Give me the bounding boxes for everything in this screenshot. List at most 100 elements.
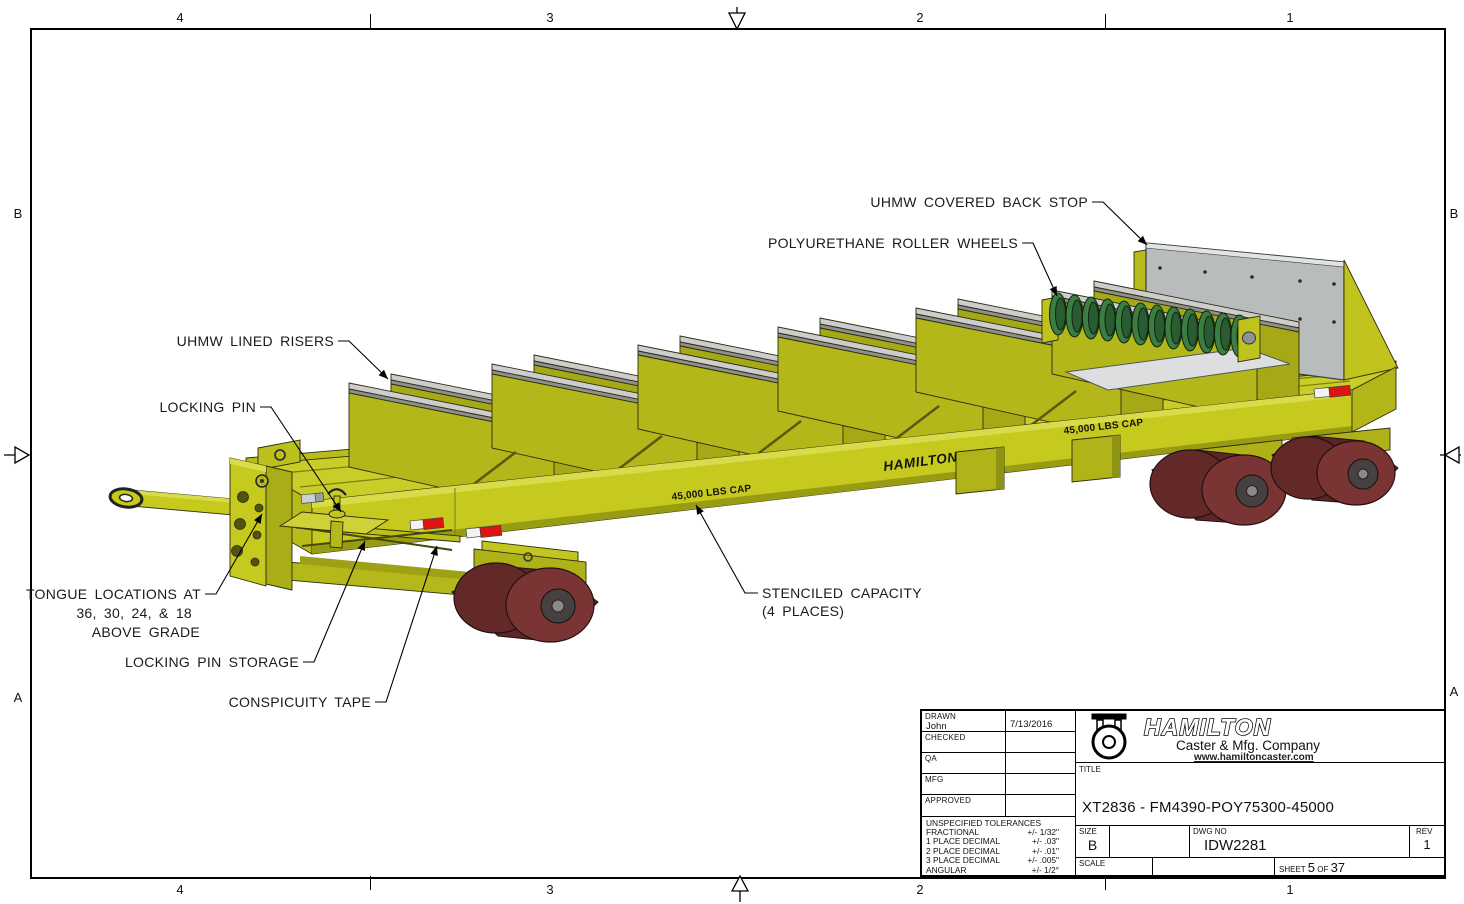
zone-left-a: A <box>13 690 23 705</box>
tolerance-value: +/- .03" <box>1032 836 1059 847</box>
polyurethane-roller-wheels <box>1041 292 1261 363</box>
leader-tongue <box>205 513 263 595</box>
leader-back-stop <box>1092 201 1148 246</box>
callout-roller-wheels: POLYURETHANE ROLLER WHEELS <box>768 235 1018 251</box>
leader-stenciled <box>695 504 758 594</box>
scale-row: SCALE SHEET 5 OF 37 <box>1076 858 1444 875</box>
row-date <box>1005 732 1075 753</box>
zone-left-b: B <box>13 206 23 221</box>
zone-bottom-2: 2 <box>916 882 924 897</box>
sheet-number: 5 <box>1307 860 1315 875</box>
drawing-title: XT2836 - FM4390-POY75300-45000 <box>1082 799 1334 817</box>
size-label: SIZE <box>1079 827 1097 837</box>
front-wheels <box>451 540 599 643</box>
company-logo: HAMILTON Caster & Mfg. Company www.hamil… <box>1076 711 1444 763</box>
approval-row-approved: APPROVED <box>922 795 1075 817</box>
title-block-approvals: DRAWN John 7/13/2016 CHECKED QA MFG APPR… <box>922 711 1076 875</box>
tolerance-value: +/- .005" <box>1027 855 1059 866</box>
zone-bottom-4: 4 <box>176 882 184 897</box>
callout-tongue-line3: ABOVE GRADE <box>92 624 200 640</box>
callout-back-stop: UHMW COVERED BACK STOP <box>870 194 1088 210</box>
tolerance-name: ANGULAR <box>926 864 967 875</box>
row-value: John <box>926 721 947 732</box>
approval-row-drawn: DRAWN John 7/13/2016 <box>922 711 1075 733</box>
sheet-cell: SHEET 5 OF 37 <box>1275 858 1444 875</box>
zone-bottom-1: 1 <box>1286 882 1294 897</box>
tolerance-value: +/- 1/2° <box>1031 864 1059 875</box>
dwgno-value: IDW2281 <box>1204 837 1267 855</box>
callout-tongue-line1: TONGUE LOCATIONS AT <box>26 586 201 602</box>
tolerance-name: FRACTIONAL <box>926 826 980 837</box>
scale-label: SCALE <box>1079 859 1106 868</box>
tolerance-value: +/- 1/32" <box>1027 826 1059 837</box>
of-label: OF <box>1317 865 1329 874</box>
tolerance-name: 1 PLACE DECIMAL <box>926 836 1001 847</box>
logo-subtitle: Caster & Mfg. Company <box>1176 738 1320 753</box>
callout-pin-storage: LOCKING PIN STORAGE <box>125 654 299 670</box>
approval-row-checked: CHECKED <box>922 732 1075 754</box>
dwgno-label: DWG NO <box>1193 827 1227 837</box>
title-cell: TITLE XT2836 - FM4390-POY75300-45000 <box>1076 763 1444 827</box>
tongue-assembly <box>108 439 301 591</box>
size-cell: SIZE B <box>1076 826 1110 857</box>
sheet-total: 37 <box>1330 860 1346 875</box>
zone-tick-bottom-right <box>1105 876 1106 890</box>
tolerances-block: UNSPECIFIED TOLERANCES FRACTIONAL +/- 1/3… <box>922 817 1075 875</box>
datum-marker-right <box>1440 445 1461 465</box>
rear-wheels <box>1149 427 1399 526</box>
row-label: CHECKED <box>925 733 966 743</box>
callout-locking-pin: LOCKING PIN <box>159 399 256 415</box>
zone-right-b: B <box>1449 206 1459 221</box>
uhmw-floor-sheet <box>1064 347 1291 391</box>
callout-conspicuity: CONSPICUITY TAPE <box>229 694 371 710</box>
row-date: 7/13/2016 <box>1005 711 1075 732</box>
sheet-border-frame <box>30 28 1446 879</box>
sheet-label: SHEET <box>1279 865 1306 874</box>
row-label: DRAWN <box>925 712 956 721</box>
leader-risers <box>338 340 389 380</box>
tolerances-header: UNSPECIFIED TOLERANCES <box>926 817 1042 828</box>
row-label: MFG <box>925 775 944 785</box>
callout-stenciled-line1: STENCILED CAPACITY <box>762 585 922 601</box>
approval-row-mfg: MFG <box>922 774 1075 796</box>
dwgno-cell: DWG NO IDW2281 <box>1190 826 1410 857</box>
callout-risers: UHMW LINED RISERS <box>177 333 334 349</box>
datum-marker-bottom <box>730 874 750 902</box>
rev-cell: REV 1 <box>1410 826 1444 857</box>
title-block-main: HAMILTON Caster & Mfg. Company www.hamil… <box>1076 711 1444 875</box>
tolerance-name: 2 PLACE DECIMAL <box>926 845 1001 856</box>
zone-tick-top-left <box>370 14 371 28</box>
zone-top-3: 3 <box>546 10 554 25</box>
title-label: TITLE <box>1079 765 1101 774</box>
logo-url: www.hamiltoncaster.com <box>1193 752 1314 762</box>
callout-tongue-line2: 36, 30, 24, & 18 <box>76 605 192 621</box>
leader-pin-storage <box>303 540 366 663</box>
tongue-ring <box>108 487 144 509</box>
empty-cell <box>1153 858 1275 875</box>
leader-roller-wheels <box>1022 242 1058 297</box>
size-row: SIZE B DWG NO IDW2281 REV 1 <box>1076 826 1444 858</box>
scale-cell: SCALE <box>1076 858 1153 875</box>
zone-bottom-3: 3 <box>546 882 554 897</box>
zone-right-a: A <box>1449 684 1459 699</box>
empty-cell <box>1110 826 1190 857</box>
row-date <box>1005 753 1075 774</box>
caster-wheel-icon <box>1091 713 1127 760</box>
approval-row-qa: QA <box>922 753 1075 775</box>
callout-stenciled-line2: (4 PLACES) <box>762 603 844 619</box>
tolerance-value: +/- .01" <box>1032 845 1059 856</box>
zone-top-4: 4 <box>176 10 184 25</box>
zone-tick-bottom-left <box>370 876 371 890</box>
datum-marker-top <box>727 7 747 31</box>
leader-locking-pin <box>260 406 342 513</box>
title-block: DRAWN John 7/13/2016 CHECKED QA MFG APPR… <box>920 709 1446 877</box>
under-deck-brackets <box>955 434 1121 495</box>
size-value: B <box>1087 837 1098 854</box>
row-label: APPROVED <box>925 796 972 806</box>
conspicuity-tapes <box>300 384 1352 539</box>
leader-lines <box>205 201 1148 703</box>
tolerance-name: 3 PLACE DECIMAL <box>926 855 1001 866</box>
zone-top-2: 2 <box>916 10 924 25</box>
